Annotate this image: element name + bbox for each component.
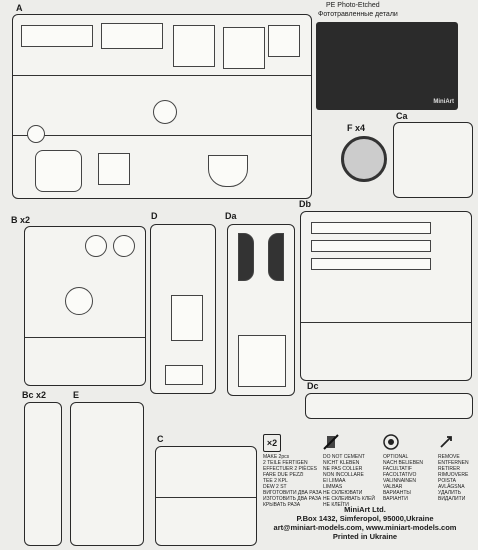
sprue-b-part-wheel: [113, 235, 135, 257]
sprue-f-label: F x4: [347, 123, 366, 133]
pe-brand-label: MiniArt: [433, 99, 454, 105]
sprue-b-label: B x2: [11, 215, 31, 225]
sprue-a-part-wheel: [153, 100, 177, 124]
sprue-a-runner: [13, 135, 311, 136]
no-glue-text: DO NOT CEMENT NICHT KLEBEN NE PAS COLLER…: [323, 454, 376, 508]
sprue-b-part-disc: [65, 287, 93, 315]
sprue-c-frame: [155, 446, 257, 546]
sprue-da-part-fender: [268, 233, 284, 281]
footer-company: MiniArt Ltd.: [344, 505, 386, 514]
sprue-a-label: A: [16, 3, 23, 13]
sprue-a-part-panel: [223, 27, 265, 69]
make-two-text: MAKE 2pcs 2 TEILE FERTIGEN EFFECTUER 2 P…: [263, 454, 322, 508]
sprue-a-frame: [12, 14, 312, 199]
sprue-da-part-fender: [238, 233, 254, 281]
sprue-da-part-plate: [238, 335, 286, 387]
footer-address: P.Box 1432, Simferopol, 95000,Ukraine: [296, 514, 434, 523]
sprue-a-part-hull: [98, 153, 130, 185]
optional-icon: [383, 434, 399, 450]
sprue-db-frame: [300, 211, 472, 381]
sprue-bc-label: Bc x2: [22, 390, 47, 400]
sprue-d-label: D: [151, 211, 158, 221]
sprue-a-part-steering: [27, 125, 45, 143]
sprue-a-part-hull: [35, 150, 82, 192]
sprue-d-frame: [150, 224, 216, 394]
footer-contacts: art@miniart-models.com, www.miniart-mode…: [273, 523, 457, 532]
sprue-d-part-panel: [165, 365, 203, 385]
sprue-a-part-panel: [173, 25, 215, 67]
footer-printed: Printed in Ukraine: [332, 532, 398, 541]
sprue-e-label: E: [73, 390, 80, 400]
sprue-a-part-panel: [101, 23, 163, 49]
sprue-da-frame: [227, 224, 295, 396]
sprue-dc-label: Dc: [307, 381, 319, 391]
sprue-c-label: C: [157, 434, 164, 444]
sprue-a-part-panel: [21, 25, 93, 47]
sprue-e-frame: [70, 402, 144, 546]
optional-text: OPTIONAL NACH BELIEBEN FACULTATIF FACOLT…: [383, 454, 424, 502]
sprue-b-frame: [24, 226, 146, 386]
no-glue-icon: [323, 434, 339, 450]
sprue-dc-frame: [305, 393, 473, 419]
sprue-db-part-rail: [311, 258, 431, 270]
sprue-db-part-rail: [311, 222, 431, 234]
pe-title-line1: PE Photo-Etched: [326, 2, 380, 9]
sprue-b-part-wheel: [85, 235, 107, 257]
sprue-db-label: Db: [299, 199, 311, 209]
remove-icon: [438, 434, 454, 450]
sprue-a-part-hull: [208, 155, 248, 187]
sprue-db-runner: [301, 322, 471, 323]
sprue-bc-frame: [24, 402, 62, 546]
pe-title-line2: Фототравленные детали: [318, 11, 398, 18]
sprue-f-wheel: [341, 136, 387, 182]
sprue-ca-label: Ca: [396, 111, 408, 121]
sprue-c-runner: [156, 497, 256, 498]
sprue-d-part-panel: [171, 295, 203, 341]
remove-text: REMOVE ENTFERNEN RETIRER RIMUOVERE POIST…: [438, 454, 469, 502]
sprue-a-runner: [13, 75, 311, 76]
sprue-da-label: Da: [225, 211, 237, 221]
sprue-a-part-panel: [268, 25, 300, 57]
photo-etched-fret: MiniArt: [316, 22, 458, 110]
sprue-db-part-rail: [311, 240, 431, 252]
sprue-ca-frame: [393, 122, 473, 198]
sprue-b-runner: [25, 337, 145, 338]
make-two-icon: ×2: [263, 434, 281, 452]
